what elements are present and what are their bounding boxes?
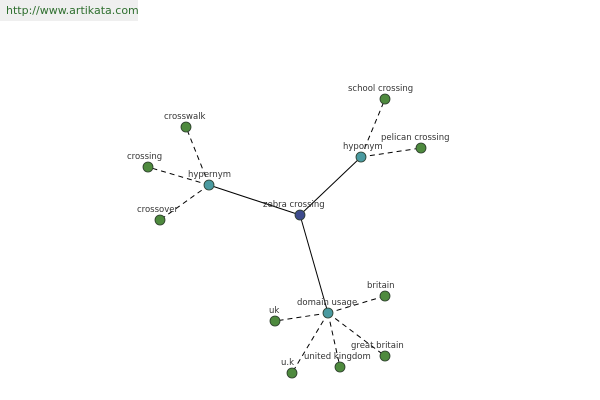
node-pelican[interactable] (415, 142, 427, 154)
node-uk[interactable] (269, 315, 281, 327)
edge-domain-greatbritain (327, 312, 386, 357)
labels-layer: zebra crossing hypernym hyponym domain usag… (127, 84, 450, 368)
edge-hypernym-crossover (159, 184, 210, 221)
node-label-crossover[interactable]: crossover (137, 205, 178, 215)
node-britain[interactable] (379, 290, 391, 302)
edge-center-domain (299, 214, 329, 314)
node-label-pelican[interactable]: pelican crossing (381, 133, 450, 143)
node-label-center[interactable]: zebra crossing (263, 200, 325, 210)
node-label-unitedkingdom[interactable]: united kingdom (304, 352, 371, 362)
node-label-uk[interactable]: u.k (281, 358, 294, 368)
node-crossover[interactable] (154, 214, 166, 226)
node-label-crosswalk[interactable]: crosswalk (164, 112, 206, 122)
node-hyponym[interactable] (355, 151, 367, 163)
node-hypernym[interactable] (203, 179, 215, 191)
node-domain[interactable] (322, 307, 334, 319)
node-school[interactable] (379, 93, 391, 105)
edges-layer (147, 98, 422, 374)
edge-hypernym-crossing (147, 166, 210, 186)
edge-domain-uk (291, 312, 329, 374)
edge-center-hyponym (299, 156, 362, 216)
edge-hypernym-crosswalk (185, 126, 210, 186)
node-label-hypernym[interactable]: hypernym (188, 170, 231, 180)
edge-domain-uk (274, 312, 329, 322)
node-label-hyponym[interactable]: hyponym (343, 142, 383, 152)
node-label-greatbritain[interactable]: great britain (351, 341, 404, 351)
edge-center-hypernym (208, 184, 301, 216)
node-label-domain[interactable]: domain usage (297, 298, 357, 308)
node-greatbritain[interactable] (379, 350, 391, 362)
node-crosswalk[interactable] (180, 121, 192, 133)
node-uk[interactable] (286, 367, 298, 379)
node-label-school[interactable]: school crossing (348, 84, 413, 94)
node-crossing[interactable] (142, 161, 154, 173)
node-unitedkingdom[interactable] (334, 361, 346, 373)
node-label-crossing[interactable]: crossing (127, 152, 162, 162)
edge-hyponym-school (360, 98, 386, 158)
url-banner[interactable]: http://www.artikata.com (0, 0, 139, 21)
node-center[interactable] (294, 209, 306, 221)
node-label-uk[interactable]: uk (269, 306, 279, 316)
nodes-layer (142, 93, 427, 379)
edge-domain-unitedkingdom (327, 312, 341, 368)
edge-domain-britain (327, 295, 386, 314)
node-label-britain[interactable]: britain (367, 281, 395, 291)
edge-hyponym-pelican (360, 147, 422, 158)
